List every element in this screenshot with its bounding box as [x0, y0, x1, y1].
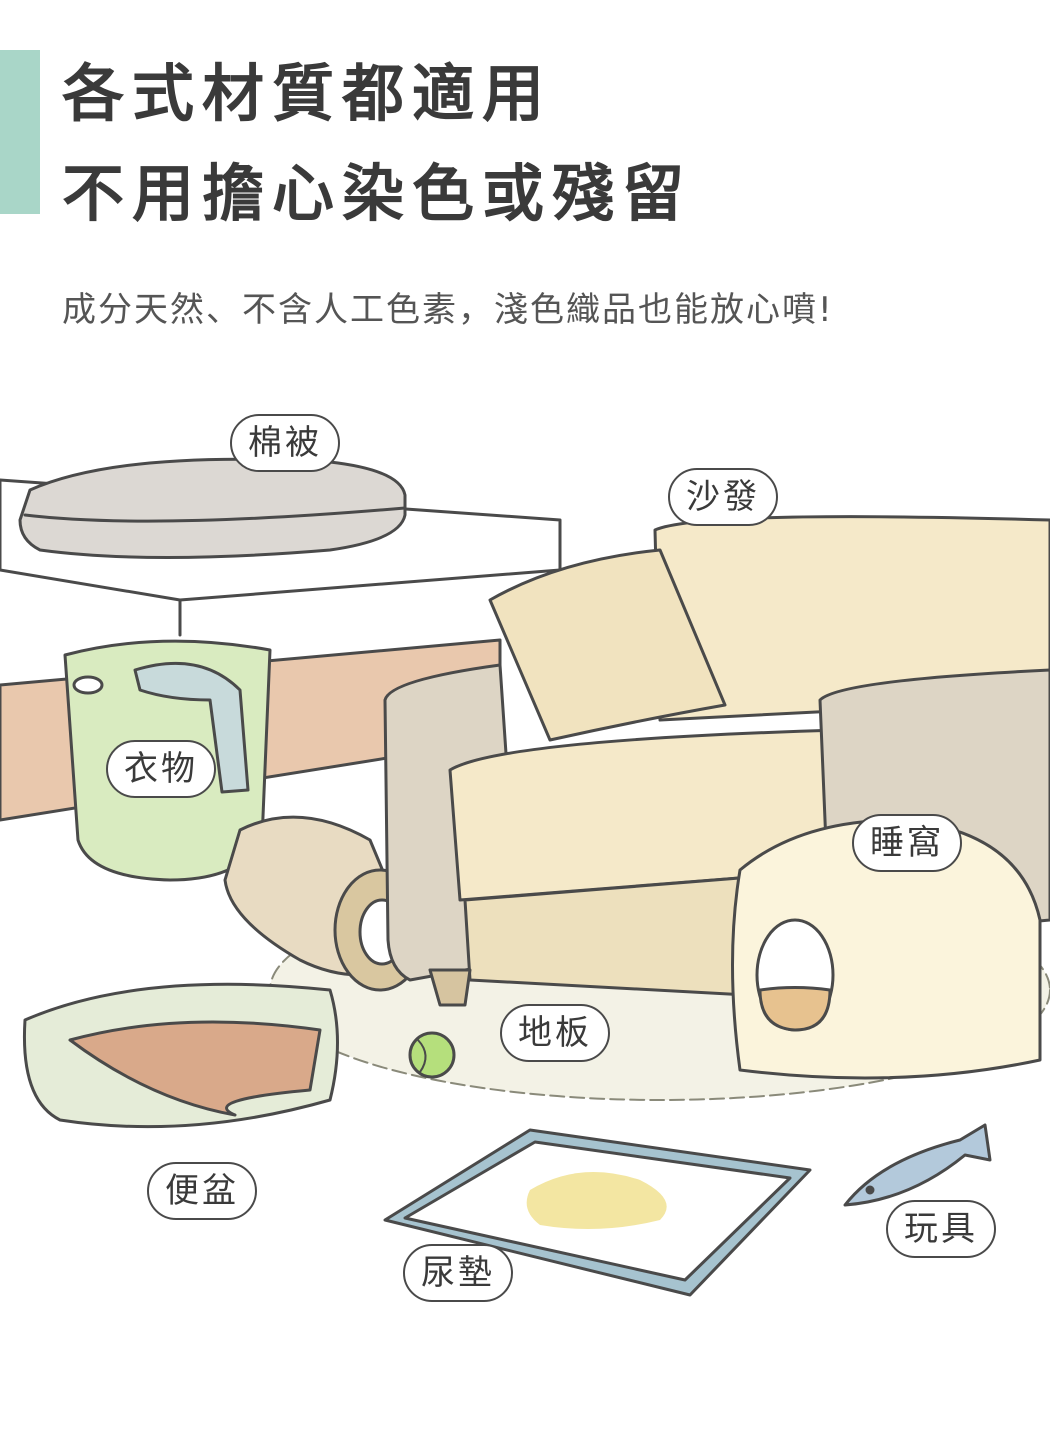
sofa-back: [653, 515, 1050, 722]
fish-toy: [843, 1123, 992, 1207]
sofa-cushion: [488, 548, 727, 742]
label-sofa: 沙發: [668, 468, 778, 526]
title-line-2: 不用擔心染色或殘留: [62, 157, 693, 230]
accent-bar: [0, 50, 40, 214]
label-litter-box: 便盆: [147, 1162, 257, 1220]
quilt: [18, 457, 407, 559]
illustration-scene: 棉被 沙發 衣物 睡窩 地板 便盆 玩具 尿墊: [0, 400, 1050, 1340]
pee-stain: [526, 1172, 667, 1229]
label-bed: 睡窩: [852, 814, 962, 872]
label-floor: 地板: [500, 1004, 610, 1062]
label-quilt: 棉被: [230, 414, 340, 472]
page-title: 各式材質都適用 不用擔心染色或殘留: [62, 44, 692, 244]
room-illustration: [0, 457, 1050, 1297]
label-clothes: 衣物: [106, 740, 216, 798]
label-pee-pad: 尿墊: [403, 1244, 513, 1302]
label-toy: 玩具: [886, 1200, 996, 1258]
tennis-ball: [408, 1031, 456, 1079]
subtitle: 成分天然、不含人工色素，淺色織品也能放心噴!: [62, 290, 834, 330]
towel: [133, 661, 250, 794]
title-line-1: 各式材質都適用: [62, 57, 553, 130]
